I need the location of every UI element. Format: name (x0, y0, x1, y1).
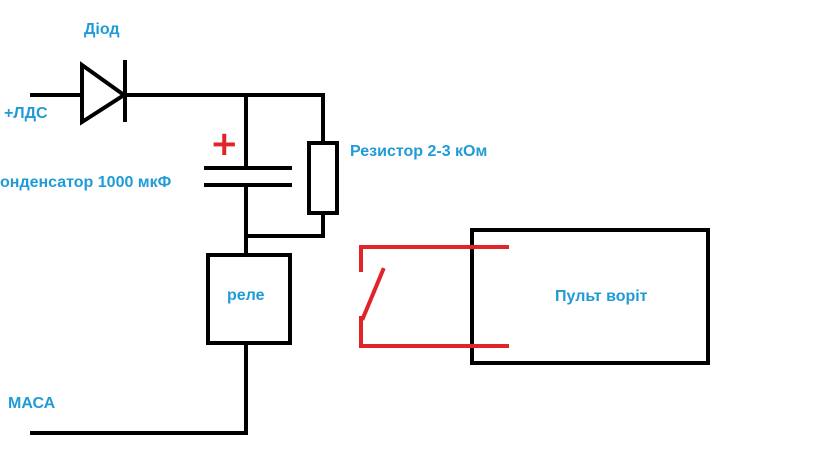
resistor-symbol (307, 141, 339, 215)
supply-label: +ЛДС (4, 105, 48, 122)
relay-box (206, 253, 292, 345)
relay-label: реле (227, 287, 265, 304)
diode-symbol (80, 61, 128, 126)
ground-label: МАСА (8, 395, 56, 412)
contact-switch-blade (360, 267, 386, 321)
black-wiring (30, 60, 710, 435)
diode-label: Діод (84, 21, 120, 38)
capacitor-polarity-mark: + (210, 124, 239, 164)
gate-remote-box (470, 228, 710, 365)
resistor-label: Резистор 2-3 кОм (350, 143, 488, 160)
capacitor-label: онденсатор 1000 мкФ (0, 174, 172, 191)
gate-remote-label: Пульт воріт (555, 288, 648, 305)
relay-contact (359, 245, 509, 348)
